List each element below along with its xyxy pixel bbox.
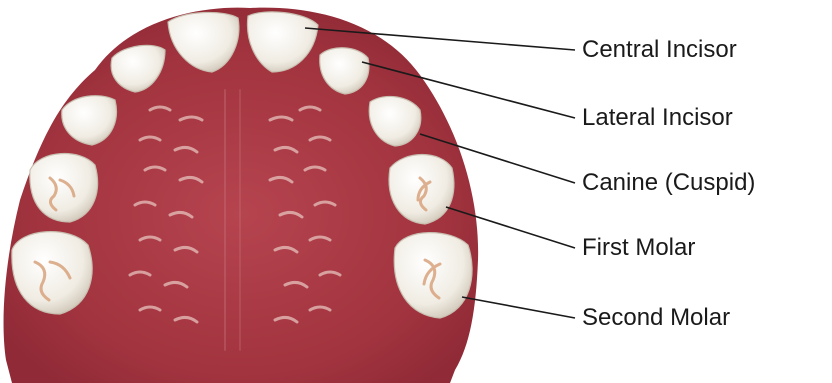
label-second-molar: Second Molar (582, 304, 730, 331)
label-central-incisor: Central Incisor (582, 36, 737, 63)
label-lateral-incisor: Lateral Incisor (582, 104, 733, 131)
label-canine: Canine (Cuspid) (582, 169, 755, 196)
label-first-molar: First Molar (582, 234, 695, 261)
leader-second-molar (462, 297, 575, 318)
labels: Central Incisor Lateral Incisor Canine (… (582, 36, 755, 331)
